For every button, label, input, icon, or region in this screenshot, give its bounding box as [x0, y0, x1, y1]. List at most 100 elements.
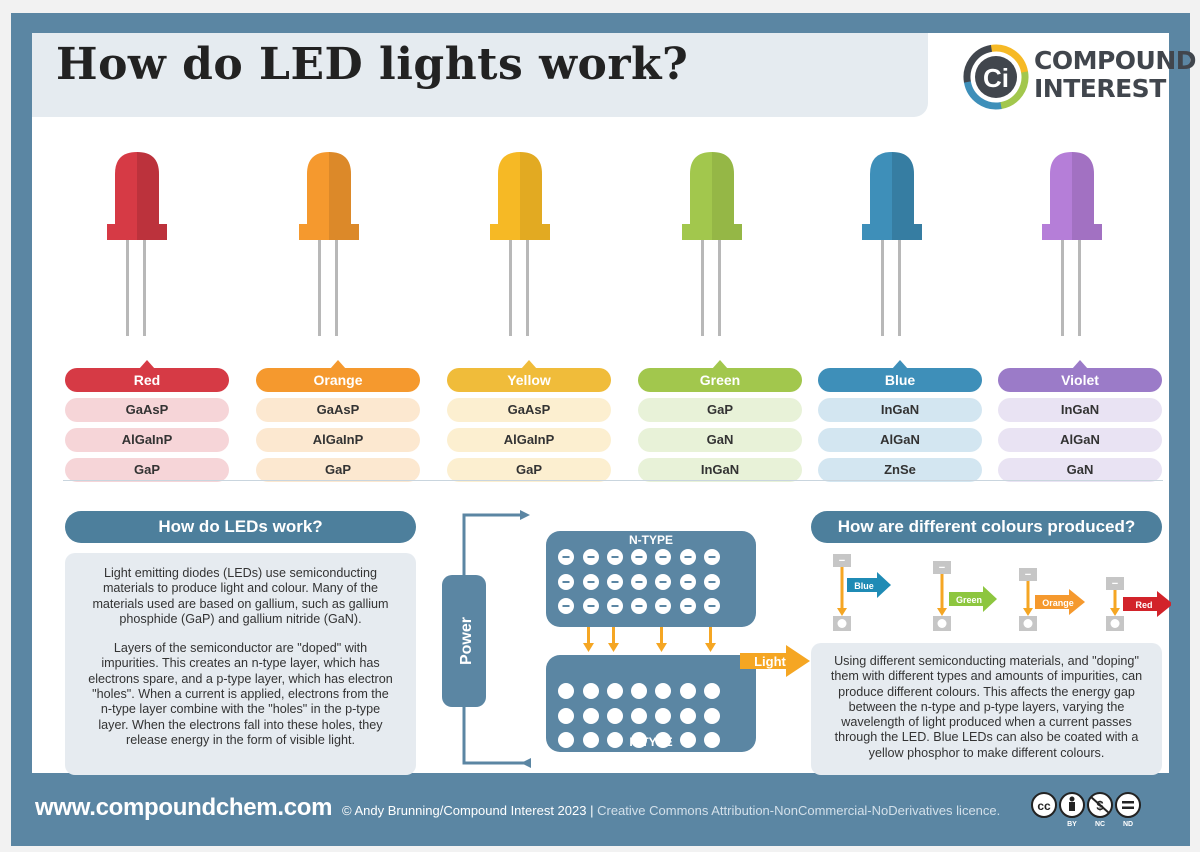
material-blue-1: InGaN — [818, 398, 982, 422]
led-label-red: Red — [65, 360, 229, 392]
minus-sign — [659, 581, 667, 583]
red-example-label: Red — [1135, 600, 1152, 610]
minus-sign — [611, 556, 619, 558]
hole — [558, 732, 574, 748]
cc-icon: cc — [1031, 792, 1057, 818]
led-blue-icon — [862, 152, 922, 336]
hole — [704, 708, 720, 724]
material-yellow-3: GaP — [447, 458, 611, 482]
minus-sign — [562, 581, 570, 583]
blue-example-label: Blue — [854, 581, 874, 591]
ci-mark: Ci — [983, 63, 1009, 93]
footer-url-link[interactable]: www.compoundchem.com — [35, 794, 333, 821]
compound-interest-logo[interactable]: Ci COMPOUND INTEREST — [962, 41, 1197, 111]
hole — [680, 732, 696, 748]
hole — [607, 708, 623, 724]
material-yellow-1: GaAsP — [447, 398, 611, 422]
svg-text:−: − — [1112, 578, 1118, 590]
minus-sign — [562, 556, 570, 558]
hole — [607, 683, 623, 699]
hole — [631, 708, 647, 724]
svg-text:−: − — [1025, 569, 1031, 581]
hole — [631, 683, 647, 699]
material-green-2: GaN — [638, 428, 802, 452]
title-band: How do LED lights work? — [32, 33, 928, 117]
material-red-2: AlGaInP — [65, 428, 229, 452]
led-label-blue: Blue — [818, 360, 982, 392]
svg-text:−: − — [839, 555, 845, 567]
minus-sign — [684, 556, 692, 558]
cc-nd-icon: ND — [1115, 792, 1141, 828]
material-yellow-2: AlGaInP — [447, 428, 611, 452]
light-label: Light — [754, 654, 786, 669]
license-link[interactable]: Creative Commons Attribution-NonCommerci… — [597, 803, 1001, 818]
energy-gap-examples: − Blue − Green − Orange − — [833, 554, 1171, 631]
how-heading: How do LEDs work? — [65, 511, 416, 543]
hole — [680, 708, 696, 724]
section-divider — [63, 480, 1163, 481]
material-blue-2: AlGaN — [818, 428, 982, 452]
svg-text:BY: BY — [1067, 821, 1077, 828]
circuit-wire-top — [462, 513, 524, 577]
material-green-1: GaP — [638, 398, 802, 422]
how-paragraph-1: Light emitting diodes (LEDs) use semicon… — [92, 566, 389, 626]
hole — [607, 732, 623, 748]
led-orange-icon — [299, 152, 359, 336]
material-green-3: InGaN — [638, 458, 802, 482]
minus-sign — [659, 605, 667, 607]
minus-sign — [635, 605, 643, 607]
colours-heading: How are different colours produced? — [811, 511, 1162, 543]
p-type-layer — [546, 655, 756, 752]
led-green-icon — [682, 152, 742, 336]
circuit-wire-bottom — [462, 707, 528, 765]
page-title: How do LED lights work? — [56, 39, 689, 90]
led-label-violet: Violet — [998, 360, 1162, 392]
led-yellow-icon — [490, 152, 550, 336]
minus-sign — [587, 556, 595, 558]
current-arrow-top-icon — [520, 510, 530, 520]
power-source — [442, 575, 486, 707]
material-orange-3: GaP — [256, 458, 420, 482]
hole — [583, 683, 599, 699]
ci-logo-icon: Ci — [963, 44, 1029, 110]
electron-flow-arrows-icon — [583, 627, 716, 652]
creative-commons-badges[interactable]: cc BY $ NC ND — [1030, 790, 1172, 828]
material-orange-1: GaAsP — [256, 398, 420, 422]
holes — [558, 683, 720, 748]
footer-separator: | — [590, 803, 594, 818]
material-blue-3: ZnSe — [818, 458, 982, 482]
cc-nc-icon: $ NC — [1087, 792, 1113, 828]
electrons — [558, 549, 720, 614]
light-arrow-icon — [740, 645, 810, 677]
minus-sign — [587, 605, 595, 607]
hole — [631, 732, 647, 748]
hole — [583, 732, 599, 748]
led-label-orange: Orange — [256, 360, 420, 392]
colours-text-box: Using different semiconducting materials… — [811, 643, 1162, 775]
infographic-frame: How do LED lights work? Ci COMPOUND INTE… — [11, 13, 1197, 846]
orange-example-label: Orange — [1042, 598, 1074, 608]
current-arrow-bottom-icon — [521, 758, 531, 768]
hole — [655, 708, 671, 724]
n-type-label: N-TYPE — [629, 533, 673, 547]
logo-line1: COMPOUND — [1034, 46, 1197, 75]
hole — [704, 683, 720, 699]
orange-example: − Orange — [1019, 568, 1085, 631]
hole — [704, 732, 720, 748]
hole — [655, 732, 671, 748]
logo-text: COMPOUND INTEREST — [1034, 46, 1197, 103]
minus-sign — [708, 605, 716, 607]
material-violet-3: GaN — [998, 458, 1162, 482]
green-example-label: Green — [956, 595, 982, 605]
material-violet-1: InGaN — [998, 398, 1162, 422]
logo-line2: INTEREST — [1034, 74, 1166, 103]
minus-sign — [611, 605, 619, 607]
minus-sign — [684, 581, 692, 583]
svg-text:NC: NC — [1095, 821, 1105, 828]
blue-example: − Blue — [833, 554, 891, 631]
minus-sign — [659, 556, 667, 558]
svg-text:−: − — [939, 562, 945, 574]
led-violet-icon — [1042, 152, 1102, 336]
minus-sign — [611, 581, 619, 583]
hole — [583, 708, 599, 724]
